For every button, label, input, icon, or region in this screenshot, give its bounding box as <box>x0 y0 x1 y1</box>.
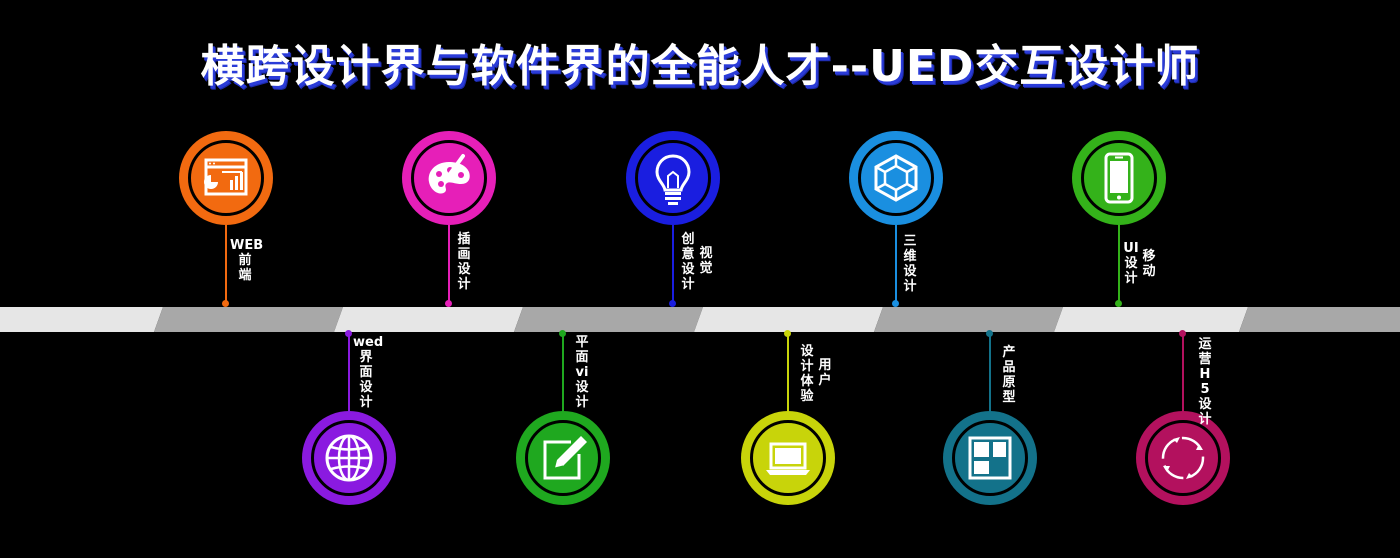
palette-icon <box>428 154 470 194</box>
cube-icon <box>874 154 918 202</box>
web-chart-icon <box>204 158 248 196</box>
creative-visual-label: 创意设计视觉 <box>681 232 713 292</box>
timeline-band <box>0 307 1400 332</box>
h5-ring <box>1136 411 1230 505</box>
globe-icon <box>325 434 373 482</box>
graphic-vi-label: 平面vi设计 <box>575 335 589 410</box>
web-frontend-label: WEB 前端 <box>230 238 264 283</box>
page-title: 横跨设计界与软件界的全能人才--UED交互设计师 <box>200 41 1200 92</box>
creative-visual-ring <box>626 131 720 225</box>
web-interface-label: wed 界面设计 <box>353 335 384 410</box>
3d-design-ring <box>849 131 943 225</box>
ux-ring <box>741 411 835 505</box>
graphic-vi-ring <box>516 411 610 505</box>
mobile-ui-label: UI设计移动 <box>1123 241 1156 286</box>
prototype-label: 产品原型 <box>1002 345 1016 405</box>
3d-design-label: 三维设计 <box>903 234 917 294</box>
prototype-ring <box>943 411 1037 505</box>
ux-label: 设计体验用户 <box>800 344 832 404</box>
phone-icon <box>1104 152 1134 204</box>
lightbulb-icon <box>655 154 691 205</box>
laptop-icon <box>766 442 810 475</box>
web-interface-ring <box>302 411 396 505</box>
edit-icon <box>543 436 587 480</box>
mobile-ui-ring <box>1072 131 1166 225</box>
h5-label: 运营H5设计 <box>1198 337 1212 427</box>
web-frontend-ring <box>179 131 273 225</box>
illustration-label: 插画设计 <box>457 232 471 292</box>
layout-icon <box>968 436 1012 480</box>
illustration-ring <box>402 131 496 225</box>
cycle-icon <box>1161 436 1205 480</box>
